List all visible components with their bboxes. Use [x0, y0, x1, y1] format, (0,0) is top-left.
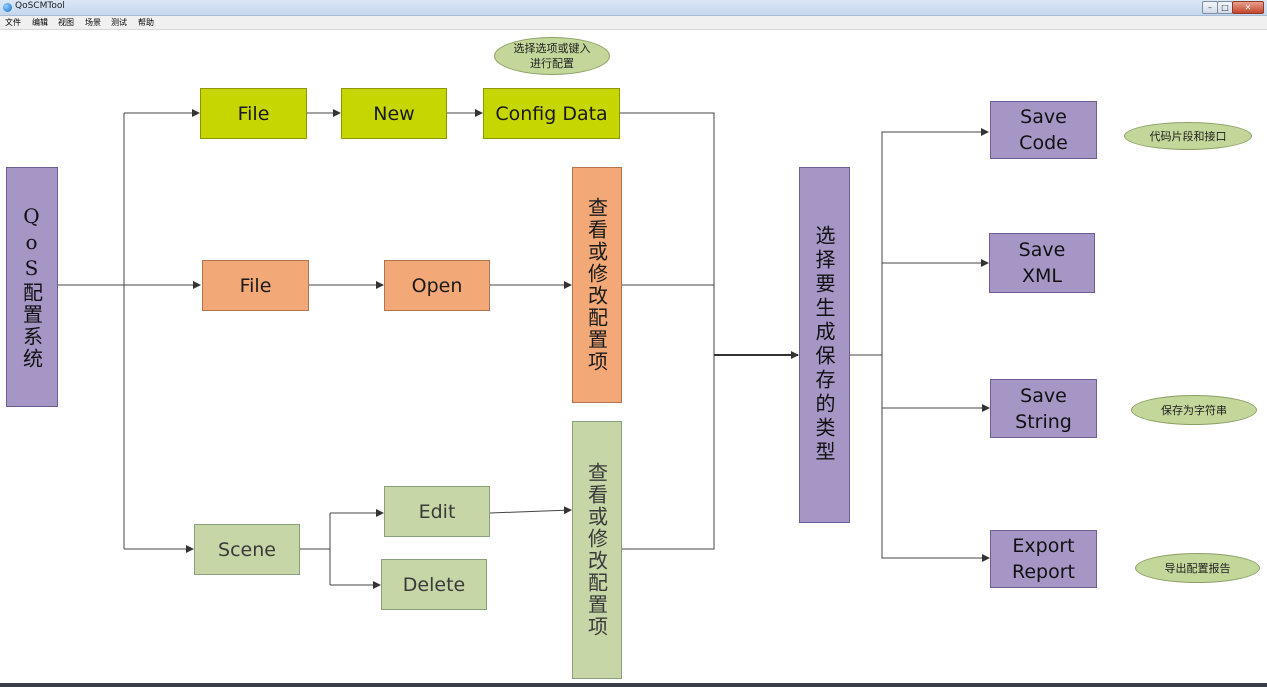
row1-file-box[interactable]: File [200, 88, 307, 139]
config-data-box[interactable]: Config Data [483, 88, 620, 139]
save-code-box[interactable]: Save Code [990, 101, 1097, 159]
window-title: QoSCMTool [15, 1, 65, 11]
menu-bar: 文件 编辑 视图 场景 测试 帮助 [0, 16, 1267, 30]
bottom-edge [0, 683, 1267, 687]
title-bar: QoSCMTool – □ ✕ [0, 0, 1267, 16]
row2-file-box[interactable]: File [202, 260, 309, 311]
maximize-button[interactable]: □ [1217, 1, 1233, 14]
menu-scene[interactable]: 场景 [85, 18, 101, 27]
choose-type-box[interactable]: 选择要生成保存的类型 [799, 167, 850, 523]
connector-lines [58, 109, 990, 589]
menu-test[interactable]: 测试 [111, 18, 127, 27]
export-report-box[interactable]: Export Report [990, 530, 1097, 588]
row2-view-edit-box[interactable]: 查看或修改配置项 [572, 167, 622, 403]
save-string-box[interactable]: Save String [990, 379, 1097, 438]
note-cloud-code: 代码片段和接口 [1124, 122, 1252, 150]
close-button[interactable]: ✕ [1232, 1, 1264, 14]
menu-view[interactable]: 视图 [58, 18, 74, 27]
menu-edit[interactable]: 编辑 [32, 18, 48, 27]
edit-box[interactable]: Edit [384, 486, 490, 537]
scene-box[interactable]: Scene [194, 524, 300, 575]
note-cloud-string: 保存为字符串 [1131, 395, 1257, 425]
open-box[interactable]: Open [384, 260, 490, 311]
app-icon [3, 3, 12, 12]
save-xml-box[interactable]: Save XML [989, 233, 1095, 293]
note-cloud-config: 选择选项或键入进行配置 [494, 37, 610, 75]
menu-help[interactable]: 帮助 [138, 18, 154, 27]
root-box[interactable]: QoS配置系统 [6, 167, 58, 407]
menu-file[interactable]: 文件 [5, 18, 21, 27]
row1-new-box[interactable]: New [341, 88, 447, 139]
delete-box[interactable]: Delete [381, 559, 487, 610]
row3-view-edit-box[interactable]: 查看或修改配置项 [572, 421, 622, 679]
note-cloud-report: 导出配置报告 [1135, 553, 1260, 583]
diagram-canvas: QoS配置系统 File New Config Data 选择选项或键入进行配置… [0, 30, 1267, 683]
minimize-button[interactable]: – [1202, 1, 1218, 14]
